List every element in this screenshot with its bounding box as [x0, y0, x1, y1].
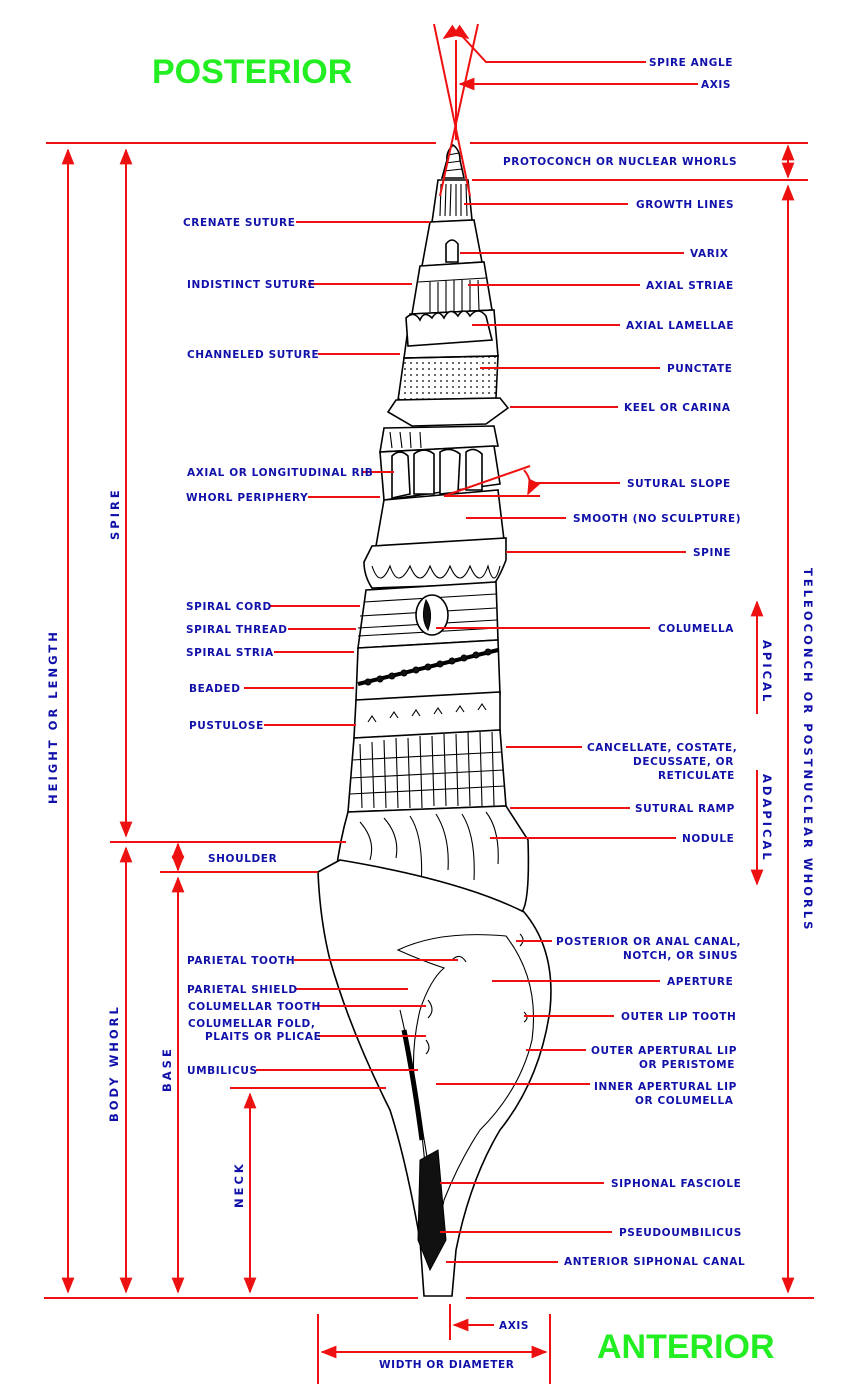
label-columellar-fold-1: COLUMELLAR FOLD,: [188, 1018, 315, 1030]
label-channeled-suture: CHANNELED SUTURE: [187, 349, 319, 361]
anterior-title: ANTERIOR: [597, 1328, 775, 1366]
label-punctate: PUNCTATE: [667, 363, 733, 375]
label-axial-rib: AXIAL OR LONGITUDINAL RIB: [187, 467, 373, 479]
label-umbilicus: UMBILICUS: [187, 1065, 258, 1077]
shell-illustration: [317, 143, 552, 1297]
label-beaded: BEADED: [189, 683, 241, 695]
spire-angle-arc: [442, 24, 470, 39]
label-pseudoumbilicus: PSEUDOUMBILICUS: [619, 1227, 742, 1239]
label-axis-bottom: AXIS: [499, 1320, 529, 1332]
label-axis-top: AXIS: [701, 79, 731, 91]
vertical-labels: HEIGHT OR LENGTH SPIRE BODY WHORL BASE N…: [46, 487, 815, 1208]
label-siphonal-fasciole: SIPHONAL FASCIOLE: [611, 1178, 741, 1190]
label-spiral-cord: SPIRAL CORD: [186, 601, 272, 613]
label-parietal-shield: PARIETAL SHIELD: [187, 984, 298, 996]
label-posterior-canal-2: NOTCH, OR SINUS: [623, 950, 738, 962]
label-growth-lines: GROWTH LINES: [636, 199, 734, 211]
label-shoulder: SHOULDER: [208, 853, 277, 865]
label-body-whorl: BODY WHORL: [107, 1004, 121, 1122]
label-sutural-slope: SUTURAL SLOPE: [627, 478, 731, 490]
right-labels: SPIRE ANGLE AXIS PROTOCONCH OR NUCLEAR W…: [379, 57, 745, 1371]
spire-angle-line-right: [439, 23, 479, 197]
label-nodule: NODULE: [682, 833, 734, 845]
label-protoconch: PROTOCONCH OR NUCLEAR WHORLS: [503, 156, 737, 168]
label-outer-lip-1: OUTER APERTURAL LIP: [591, 1045, 737, 1057]
spire-angle-line-left: [433, 23, 471, 197]
label-cancellate-2: DECUSSATE, OR: [633, 756, 734, 768]
label-width: WIDTH OR DIAMETER: [379, 1359, 514, 1371]
label-posterior-canal-1: POSTERIOR OR ANAL CANAL,: [556, 936, 741, 948]
label-adapical: ADAPICAL: [760, 774, 774, 863]
label-spine: SPINE: [693, 547, 731, 559]
label-columellar-fold-2: PLAITS OR PLICAE: [205, 1031, 321, 1043]
label-outer-lip-2: OR PERISTOME: [639, 1059, 735, 1071]
bead-dots: [364, 648, 492, 686]
label-inner-lip-1: INNER APERTURAL LIP: [594, 1081, 737, 1093]
label-indistinct-suture: INDISTINCT SUTURE: [187, 279, 316, 291]
label-whorl-periphery: WHORL PERIPHERY: [186, 492, 308, 504]
label-pustulose: PUSTULOSE: [189, 720, 264, 732]
left-labels: CRENATE SUTURE INDISTINCT SUTURE CHANNEL…: [183, 217, 373, 1077]
label-cancellate-1: CANCELLATE, COSTATE,: [587, 742, 737, 754]
sutural-slope-arc: [523, 469, 541, 496]
label-sutural-ramp: SUTURAL RAMP: [635, 803, 735, 815]
dimension-lines: [44, 23, 814, 1384]
label-varix: VARIX: [690, 248, 729, 260]
label-height: HEIGHT OR LENGTH: [46, 629, 60, 804]
label-spiral-stria: SPIRAL STRIA: [186, 647, 274, 659]
label-smooth: SMOOTH (NO SCULPTURE): [573, 513, 741, 525]
label-aperture: APERTURE: [667, 976, 733, 988]
label-teleoconch: TELEOCONCH OR POSTNUCLEAR WHORLS: [801, 568, 815, 932]
label-apical: APICAL: [760, 640, 774, 704]
sutural-slope-line: [443, 465, 531, 497]
label-outer-lip-tooth: OUTER LIP TOOTH: [621, 1011, 736, 1023]
label-crenate-suture: CRENATE SUTURE: [183, 217, 296, 229]
label-keel: KEEL OR CARINA: [624, 402, 731, 414]
label-spire-angle: SPIRE ANGLE: [649, 57, 733, 69]
label-anterior-canal: ANTERIOR SIPHONAL CANAL: [564, 1256, 745, 1268]
label-cancellate-3: RETICULATE: [658, 770, 735, 782]
label-neck: NECK: [232, 1161, 246, 1208]
label-columellar-tooth: COLUMELLAR TOOTH: [188, 1001, 321, 1013]
label-inner-lip-2: OR COLUMELLA: [635, 1095, 734, 1107]
label-spire: SPIRE: [108, 487, 122, 540]
label-axial-lamellae: AXIAL LAMELLAE: [626, 320, 734, 332]
label-columella: COLUMELLA: [658, 623, 734, 635]
label-axial-striae: AXIAL STRIAE: [646, 280, 734, 292]
posterior-title: POSTERIOR: [152, 53, 352, 91]
label-parietal-tooth: PARIETAL TOOTH: [187, 955, 295, 967]
label-spiral-thread: SPIRAL THREAD: [186, 624, 288, 636]
leader-lines: [244, 35, 698, 1263]
label-base: BASE: [160, 1046, 174, 1092]
